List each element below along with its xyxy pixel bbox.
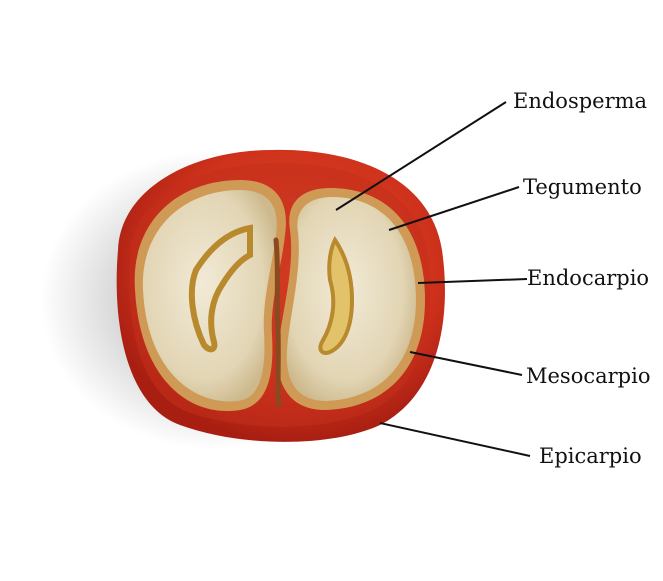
central-gap — [276, 240, 279, 405]
leader-epicarpio — [380, 423, 530, 456]
leader-endosperma — [336, 102, 506, 210]
label-tegumento: Tegumento — [523, 177, 642, 198]
label-epicarpio: Epicarpio — [539, 446, 642, 467]
label-endosperma: Endosperma — [513, 91, 647, 112]
label-mesocarpio: Mesocarpio — [526, 366, 650, 387]
label-endocarpio: Endocarpio — [527, 268, 649, 289]
